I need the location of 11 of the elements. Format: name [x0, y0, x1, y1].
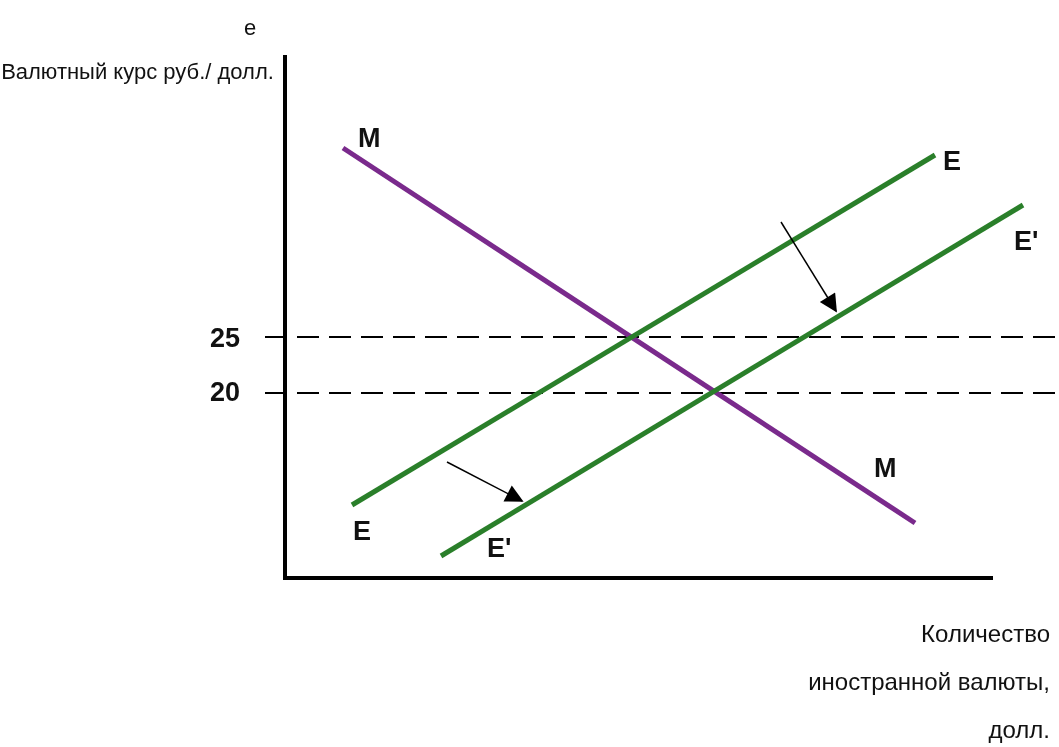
axis-title: Валютный курс руб./ долл.	[0, 58, 275, 86]
curve-label: E	[353, 515, 372, 548]
curve-label: E'	[1014, 225, 1040, 258]
curve-label: E'	[487, 532, 513, 565]
curve-label: M	[358, 122, 382, 155]
tick-label: 20	[208, 376, 240, 409]
axis-title: Количество иностранной валюты, долл.	[807, 619, 1050, 745]
axis-variable: e	[242, 14, 258, 42]
tick-label: 25	[208, 322, 240, 355]
curve-label: M	[874, 452, 898, 485]
curve-label: E	[943, 145, 962, 178]
